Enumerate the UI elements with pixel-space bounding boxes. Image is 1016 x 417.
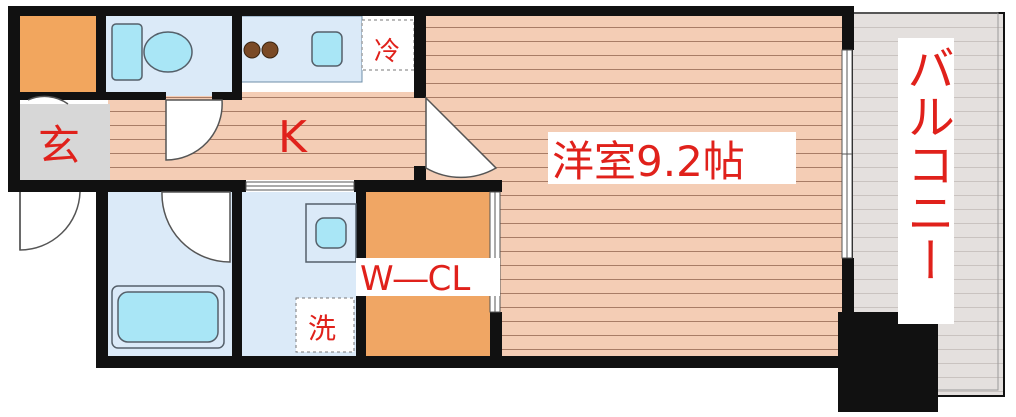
toilet-icon: [111, 23, 193, 81]
genkan-label: 玄: [38, 121, 80, 170]
genkan-floor: [18, 104, 110, 180]
fridge-label: 冷: [374, 37, 400, 67]
fridge-space: [361, 19, 415, 71]
main-room-label: 洋室9.2帖: [552, 137, 745, 186]
sliding-window: [841, 49, 853, 259]
wcl-label-bg: [356, 258, 500, 296]
kitchen-floor: [108, 92, 420, 180]
balcony-label-bg: [898, 38, 954, 324]
entry-storage: [18, 14, 98, 94]
bathtub-icon: [111, 285, 225, 349]
laundry-label: 洗: [308, 312, 336, 345]
sliding-door-icon: [245, 181, 355, 191]
main-room-label-bg: [548, 132, 796, 184]
stove-burners-icon: [243, 41, 279, 59]
walk-in-closet-label: W―CL: [360, 259, 470, 299]
laundry-space: [295, 297, 355, 353]
door-swing-icon: [19, 95, 498, 263]
kitchen-label: K: [278, 112, 308, 163]
balcony-label: バルコニー: [898, 44, 954, 284]
sink-icon: [311, 31, 343, 67]
walls: [8, 6, 938, 412]
washbasin-icon: [305, 203, 357, 263]
